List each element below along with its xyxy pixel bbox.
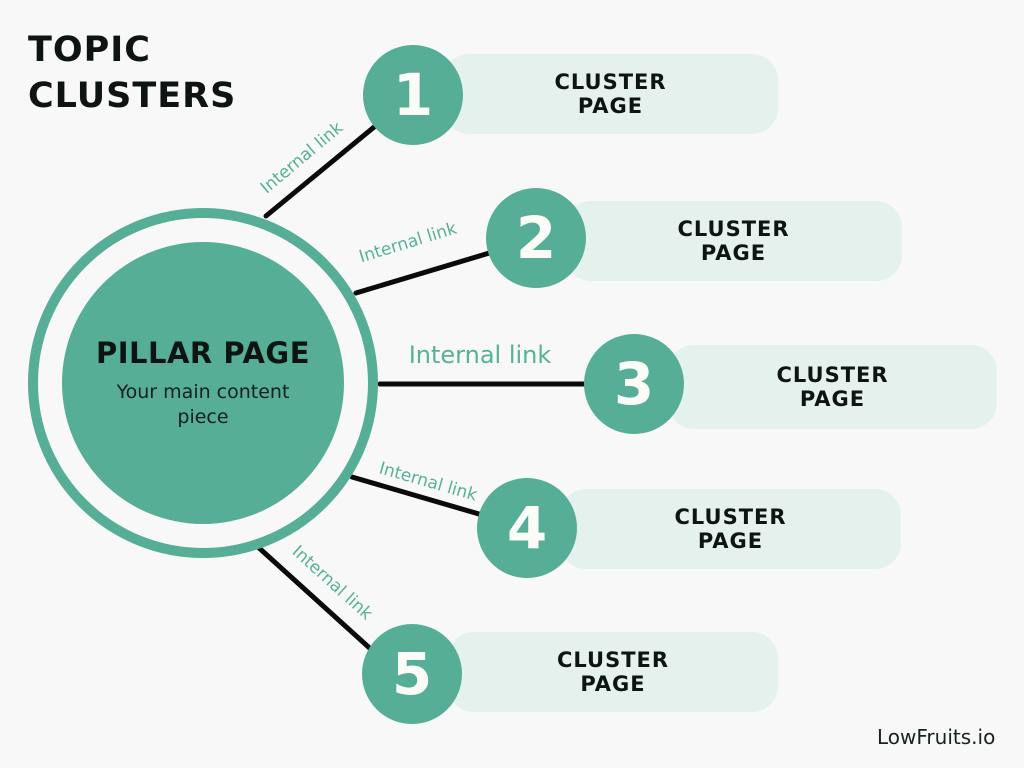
cluster-number: 4	[506, 494, 548, 562]
cluster-page-pill-2: CLUSTER PAGE	[565, 201, 902, 281]
cluster-number: 2	[515, 204, 557, 272]
cluster-number: 1	[392, 61, 434, 129]
cluster-number-circle-4: 4	[477, 478, 577, 578]
cluster-page-pill-3: CLUSTER PAGE	[668, 345, 997, 429]
pillar-page-subheading: Your main content piece	[116, 381, 290, 428]
page-title-line2: CLUSTERS	[28, 75, 237, 116]
cluster-page-label-line1: CLUSTER	[677, 216, 790, 241]
cluster-page-label-line2: PAGE	[700, 241, 767, 265]
cluster-page-label-line2: PAGE	[697, 529, 764, 553]
cluster-page-label-line1: CLUSTER	[674, 504, 787, 529]
cluster-number-circle-2: 2	[486, 188, 586, 288]
cluster-page-label-line1: CLUSTER	[554, 69, 667, 94]
cluster-page-label-line1: CLUSTER	[556, 647, 670, 672]
cluster-number-circle-3: 3	[584, 334, 684, 434]
cluster-page-label-line2: PAGE	[577, 94, 644, 118]
brand-watermark: LowFruits.io	[877, 725, 996, 749]
cluster-number-circle-5: 5	[362, 624, 462, 724]
internal-link-label-4: Internal link	[376, 458, 480, 506]
cluster-page-label-line1: CLUSTER	[776, 362, 889, 387]
pillar-page-heading: PILLAR PAGE	[95, 336, 311, 371]
internal-link-label-3: Internal link	[408, 341, 552, 369]
cluster-number: 3	[613, 350, 655, 418]
cluster-page-label-line2: PAGE	[580, 672, 646, 696]
cluster-page-pill-5: CLUSTER PAGE	[448, 632, 778, 712]
cluster-number-circle-1: 1	[363, 45, 463, 145]
internal-link-label-1: Internal link	[256, 117, 348, 199]
internal-link-label-5: Internal link	[287, 541, 377, 625]
cluster-page-pill-4: CLUSTER PAGE	[560, 489, 901, 569]
cluster-number: 5	[391, 640, 433, 708]
page-title-line1: TOPIC	[28, 30, 151, 70]
pillar-page-circle: PILLAR PAGE Your main content piece	[62, 242, 344, 524]
cluster-page-label-line2: PAGE	[799, 387, 866, 411]
internal-link-label-2: Internal link	[356, 218, 460, 268]
pillar-outer-ring	[28, 208, 378, 558]
cluster-page-pill-1: CLUSTER PAGE	[443, 54, 778, 134]
page-title: TOPIC CLUSTERS	[28, 28, 236, 119]
